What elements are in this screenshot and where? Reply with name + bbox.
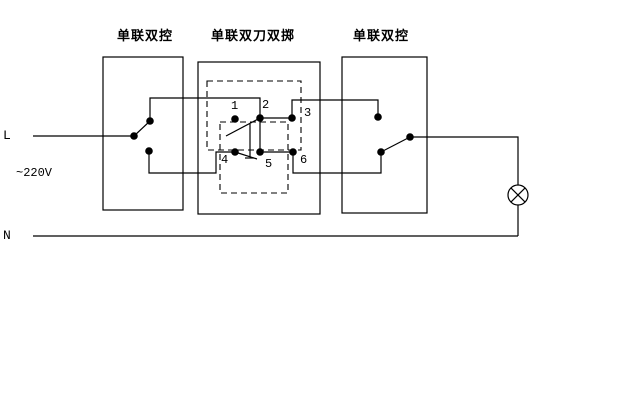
terminal-dot: [289, 148, 297, 156]
right-switch-title: 单联双控: [352, 28, 410, 43]
left-switch-box: [102, 56, 184, 211]
terminal-dot: [406, 133, 414, 141]
pole-b-dashed-frame: [219, 121, 289, 194]
middle-switch-box: [197, 61, 321, 215]
terminal-dot: [256, 148, 264, 156]
terminal-2-label: 2: [262, 98, 270, 112]
lamp-icon: [507, 184, 529, 206]
terminal-4-label: 4: [221, 153, 229, 167]
dpdt-blade-a: [225, 117, 261, 137]
terminal-dot: [374, 113, 382, 121]
terminal-3-label: 3: [304, 106, 312, 120]
right-switch-box: [341, 56, 428, 214]
left-top-to-terminal-2: [149, 97, 261, 121]
terminal-dot: [146, 117, 154, 125]
neutral-terminal-label: N: [3, 228, 11, 243]
left-bottom-to-terminal-4: [148, 151, 235, 174]
terminal-dot: [288, 114, 296, 122]
lamp-cross-stroke: [510, 187, 526, 203]
terminal-5-label: 5: [265, 157, 273, 171]
terminal-dot: [256, 114, 264, 122]
terminal-dot: [231, 115, 239, 123]
middle-switch-title: 单联双刀双掷: [210, 28, 296, 43]
terminal-3-to-right-top: [291, 99, 379, 118]
terminal-6-label: 6: [300, 153, 308, 167]
pole-a-dashed-frame: [206, 80, 302, 151]
right-pole-to-lamp: [410, 136, 519, 185]
terminal-dot: [145, 147, 153, 155]
terminal-dot: [130, 132, 138, 140]
terminal-1-label: 1: [231, 99, 239, 113]
terminal-dot: [231, 148, 239, 156]
live-terminal-label: L: [3, 128, 11, 143]
voltage-label: ~220V: [16, 166, 53, 180]
terminal-6-to-right-bottom: [292, 152, 382, 174]
right-switch-blade: [380, 136, 411, 153]
terminal-dot: [377, 148, 385, 156]
left-switch-title: 单联双控: [116, 28, 174, 43]
